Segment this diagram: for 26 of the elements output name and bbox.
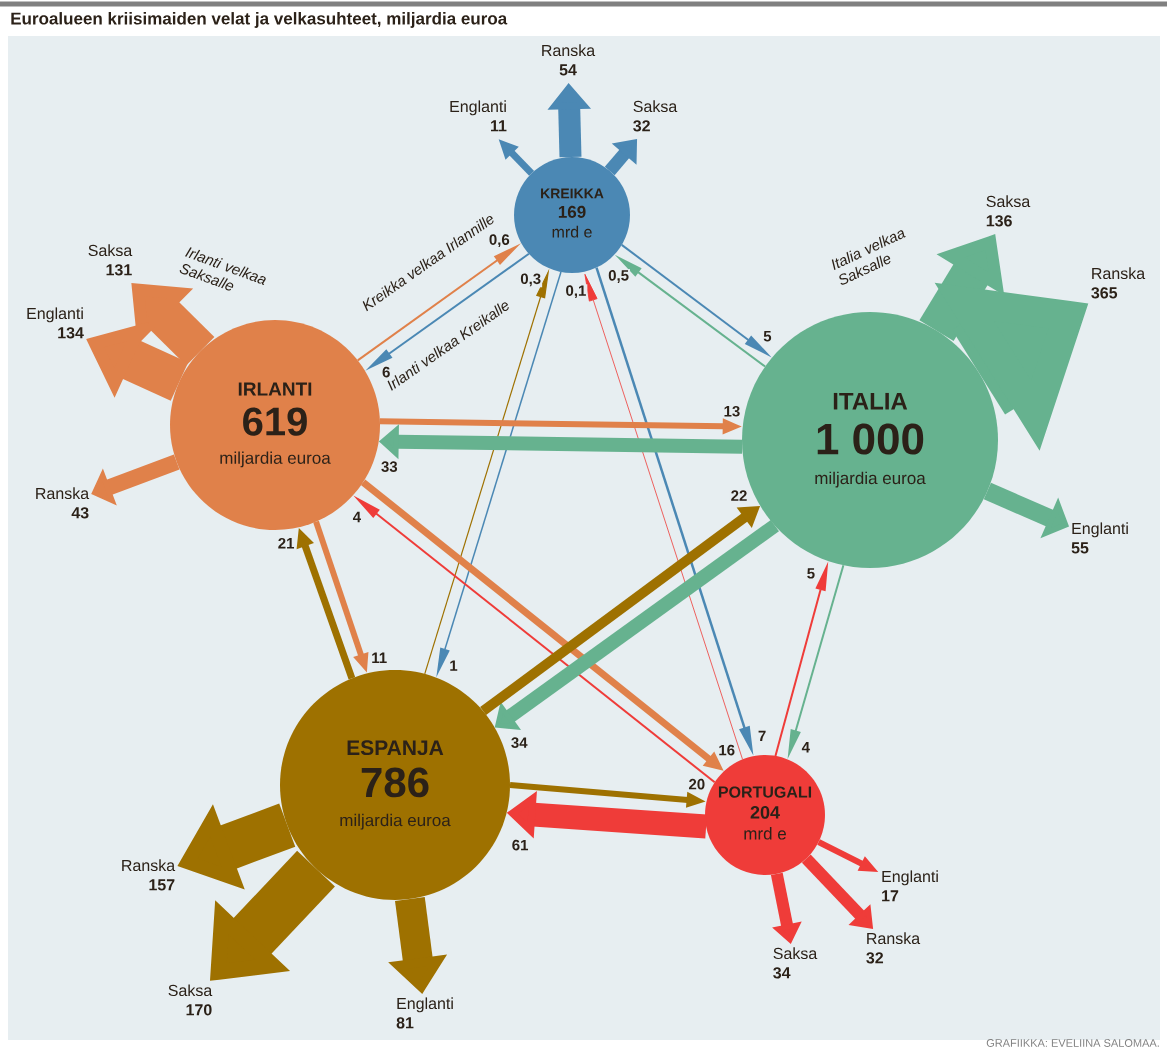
creditor-label: Englanti 81 (396, 997, 453, 1029)
edge-label: 1 (448, 659, 459, 672)
edge-label: 0,5 (607, 269, 631, 284)
creditor-label: Saksa 34 (773, 947, 818, 979)
creditor-label: Ranska 43 (36, 487, 90, 519)
creditor-label: Ranska 157 (122, 859, 176, 891)
creditor-label: Saksa 170 (168, 984, 213, 1016)
creditor-label: Ranska 54 (542, 44, 596, 76)
edge-label: 5 (762, 330, 773, 343)
title: Euroalueen kriisimaiden velat ja velkasuhteet, miljardia euroa (11, 12, 508, 28)
caption: GRAFIIKKA: EVELIINA SALOMAA. (986, 1039, 1159, 1047)
creditor-label: Saksa 131 (88, 244, 133, 276)
creditor-label: Ranska 32 (866, 932, 921, 964)
creditor-label: Ranska 365 (1091, 267, 1146, 299)
creditor-label: Englanti 11 (450, 100, 507, 132)
creditor-label: Saksa 136 (986, 195, 1031, 227)
edge-label: 0,3 (519, 272, 543, 288)
creditor-label: Saksa 32 (633, 100, 678, 132)
edge-label: 0,1 (564, 284, 588, 300)
creditor-label: Englanti 134 (27, 307, 84, 339)
creditor-label: Englanti 17 (882, 870, 938, 902)
edge-label: 4 (800, 741, 811, 754)
creditor-label: Englanti 55 (1071, 522, 1128, 554)
edge-label: 7 (756, 729, 768, 743)
edge-label: 4 (351, 510, 363, 524)
edge-label: 5 (805, 567, 817, 580)
